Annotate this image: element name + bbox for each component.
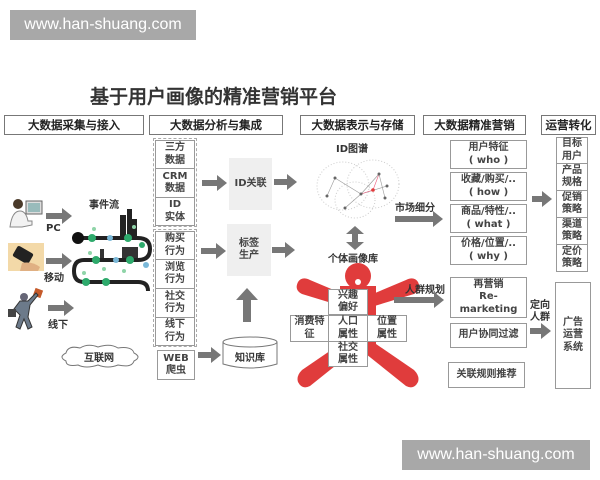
attr-interest: 兴趣 偏好	[328, 289, 368, 315]
step-how-sub: ( how )	[468, 186, 509, 198]
id-entity: ID 实体	[155, 198, 195, 226]
source-offline-label: 线下	[48, 320, 68, 331]
arrow-crawler-to-kb	[198, 347, 222, 363]
step-who-sub: ( who )	[468, 154, 509, 166]
step-why-title: 价格/位置/..	[461, 238, 516, 249]
web-crawler: WEB 爬虫	[157, 350, 195, 380]
assoc-rules: 关联规则推荐	[448, 362, 525, 388]
id-data-group: 三方 数据 CRM 数据 ID 实体	[153, 138, 197, 227]
profile-db-label: 个体画像库	[328, 254, 378, 265]
social-behavior: 社交 行为	[155, 289, 195, 318]
arrow-crowd-planning	[394, 292, 444, 308]
tag-production: 标签 生产	[227, 224, 271, 276]
header-storage: 大数据表示与存储	[300, 115, 415, 135]
browse-behavior: 浏览 行为	[155, 260, 195, 289]
arrow-to-tag-production	[201, 243, 227, 259]
crm-data: CRM 数据	[155, 169, 195, 198]
page-title: 基于用户画像的精准营销平台	[90, 86, 338, 108]
internet-cloud: 互联网	[58, 343, 142, 369]
attr-location: 位置 属性	[367, 315, 407, 342]
source-pc-label: PC	[46, 223, 61, 234]
step-why-sub: ( why )	[469, 250, 508, 262]
step-how-title: 收藏/购买/..	[461, 174, 516, 185]
id-link: ID关联	[229, 158, 272, 210]
crowd-planning-label: 人群规划	[405, 285, 445, 296]
ops-pricing: 定价 策略	[556, 245, 588, 272]
segmentation-label: 市场细分	[395, 203, 435, 214]
step-what: 商品/特性/.. ( what )	[450, 204, 527, 233]
ops-promotion: 促销 策略	[556, 191, 588, 218]
ops-target-user: 目标 用户	[556, 137, 588, 164]
offline-person-icon	[6, 287, 44, 331]
ops-channel: 渠道 策略	[556, 218, 588, 245]
header-analysis: 大数据分析与集成	[149, 115, 283, 135]
step-who: 用户特征 ( who )	[450, 140, 527, 169]
step-how: 收藏/购买/.. ( how )	[450, 172, 527, 201]
collab-filter: 用户协同过滤	[450, 323, 527, 348]
mobile-phone-icon	[8, 243, 44, 271]
step-why: 价格/位置/.. ( why )	[450, 236, 527, 265]
event-stream-label: 事件流	[89, 200, 119, 211]
third-party-data: 三方 数据	[155, 140, 195, 169]
desktop-user-icon	[8, 197, 46, 229]
attr-consumption: 消费特 征	[290, 315, 329, 342]
knowledge-base-label: 知识库	[235, 353, 265, 364]
source-mobile-label: 移动	[44, 273, 64, 284]
header-operations: 运营转化	[541, 115, 596, 135]
purchase-behavior: 购买 行为	[155, 231, 195, 260]
remarketing: 再营销 Re- marketing	[450, 277, 527, 318]
arrow-id-link-to-graph	[274, 174, 298, 190]
arrow-to-operations	[532, 191, 552, 207]
watermark-top: www.han-shuang.com	[10, 10, 196, 40]
id-graph-network	[315, 156, 401, 222]
arrow-offline	[48, 300, 74, 316]
header-marketing: 大数据精准营销	[423, 115, 526, 135]
event-stream-graphic	[70, 205, 153, 297]
knowledge-base: 知识库	[222, 336, 278, 370]
step-what-sub: ( what )	[466, 218, 511, 230]
arrow-tag-to-profile	[272, 242, 296, 258]
watermark-bottom: www.han-shuang.com	[402, 440, 590, 470]
offline-behavior: 线下 行为	[155, 318, 195, 346]
arrow-targeted	[530, 323, 552, 339]
step-what-title: 商品/特性/..	[461, 206, 516, 217]
ops-product-spec: 产品 规格	[556, 164, 588, 191]
internet-label: 互联网	[84, 353, 114, 364]
double-arrow-graph-profile	[346, 226, 364, 250]
arrow-to-id-link	[202, 175, 228, 191]
behavior-group: 购买 行为 浏览 行为 社交 行为 线下 行为	[153, 229, 197, 347]
arrow-pc	[46, 208, 72, 224]
operations-list: 目标 用户 产品 规格 促销 策略 渠道 策略 定价 策略	[556, 137, 588, 272]
ad-system: 广告 运营 系统	[555, 282, 591, 389]
arrow-mobile	[46, 253, 72, 269]
segmentation-steps: 用户特征 ( who ) 收藏/购买/.. ( how ) 商品/特性/.. (…	[450, 140, 527, 265]
header-collection: 大数据采集与接入	[4, 115, 144, 135]
step-who-title: 用户特征	[468, 142, 509, 153]
arrow-kb-to-tag	[236, 288, 258, 322]
attr-social: 社交 属性	[328, 341, 368, 367]
arrow-segmentation	[395, 211, 443, 227]
attr-population: 人口 属性	[328, 315, 368, 342]
id-graph-label: ID图谱	[336, 144, 369, 155]
targeted-crowd-label: 定向 人群	[530, 300, 550, 323]
